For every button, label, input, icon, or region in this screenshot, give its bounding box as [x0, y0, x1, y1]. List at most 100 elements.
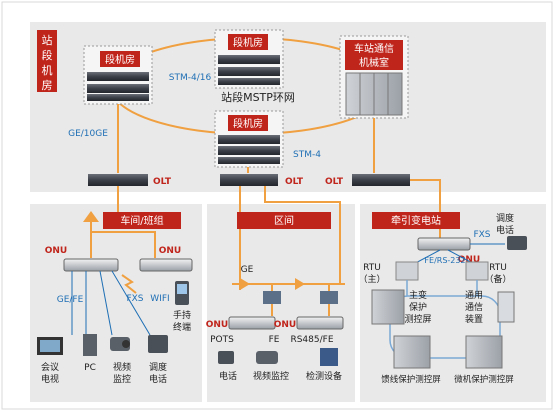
section-repeater-2 — [320, 291, 338, 304]
station-room-char-4: 房 — [42, 79, 53, 92]
section-phone-label: 电话 — [219, 370, 237, 382]
workshop-title-bg — [103, 212, 181, 229]
station-room-char-2: 段 — [42, 48, 53, 62]
substation-phone-icon — [507, 236, 527, 250]
pc-icon — [83, 334, 97, 356]
pc-label: PC — [84, 363, 96, 373]
main-prot-1: 主变 — [409, 289, 427, 301]
rtu-main-2: （主） — [358, 273, 385, 285]
comm-2: 通信 — [465, 301, 483, 313]
workshop-group: 车间/班组 ONU ONU GE/FE FXS WIFI 手持 终端 会议 电视… — [37, 211, 193, 385]
olt-left-device — [88, 174, 148, 186]
comm-device — [497, 291, 515, 323]
room-right: 车站通信 机械室 — [339, 35, 409, 119]
substation-fxs-label: FXS — [473, 230, 490, 240]
section-repeater-links — [271, 284, 330, 291]
section-video-label: 视频监控 — [253, 370, 289, 382]
workshop-cables — [71, 270, 151, 336]
workshop-onu1-device — [63, 258, 119, 272]
ge-label: GE/10GE — [68, 129, 108, 139]
section-onu1-label: ONU — [206, 320, 229, 330]
workshop-title: 车间/班组 — [120, 214, 163, 227]
substation-dispatch-2: 电话 — [496, 224, 514, 236]
main-prot-3: 测控屏 — [404, 313, 431, 325]
room-left: 段机房 — [83, 45, 153, 105]
main-prot-2: 保护 — [409, 301, 427, 313]
substation-title: 牵引变电站 — [391, 214, 441, 227]
section-fe-label: FE — [269, 335, 280, 345]
section-onu1-device — [228, 316, 276, 330]
handheld-label-1: 手持 — [173, 309, 191, 321]
olt-right-device — [352, 174, 410, 186]
section-onu2-label: ONU — [274, 320, 297, 330]
section-detector-icon — [320, 348, 338, 366]
handheld-label-2: 终端 — [173, 321, 191, 333]
section-detect-label: 检测设备 — [306, 370, 342, 382]
section-repeater-1 — [263, 291, 281, 304]
workshop-onu2-label: ONU — [159, 246, 182, 256]
rtu-backup-1: RTU — [489, 263, 507, 273]
section-title: 区间 — [274, 214, 294, 227]
phone-icon — [148, 335, 168, 353]
workshop-fxs-label: FXS — [126, 294, 143, 304]
wireless-icon — [121, 274, 137, 294]
substation-dispatch-1: 调度 — [496, 212, 514, 224]
substation-title-bg — [372, 212, 460, 229]
room-left-label: 段机房 — [105, 53, 135, 66]
section-rs485-label: RS485/FE — [290, 335, 333, 345]
section-title-bg — [237, 212, 331, 229]
section-onu2-device — [296, 316, 344, 330]
room-bottom-label: 段机房 — [233, 117, 263, 130]
micro-label: 微机保护测控屏 — [454, 374, 514, 385]
section-pots-label: POTS — [210, 335, 234, 345]
video-label-2: 监控 — [113, 373, 131, 385]
workshop-onu1-label: ONU — [45, 246, 68, 256]
section-splitter-2 — [295, 278, 305, 290]
olt-left-label: OLT — [153, 177, 172, 187]
phone-label-1: 调度 — [149, 361, 167, 373]
handheld-screen — [177, 284, 187, 294]
stm-upper-label: STM-4/16 — [169, 73, 212, 83]
link-olt-section-right — [264, 186, 341, 250]
feeder-label: 馈线保护测控屏 — [381, 374, 441, 385]
section-onu-links — [271, 304, 330, 316]
station-room-label-bg — [37, 30, 57, 92]
comm-3: 装置 — [465, 313, 483, 325]
ring-label: 站段MSTP环网 — [221, 90, 295, 104]
room-right-label-1: 车站通信 — [354, 42, 394, 55]
substation-onu-label: ONU — [458, 255, 481, 265]
rtu-backup-2: （备） — [484, 273, 511, 285]
section-ge-label: GE — [241, 265, 254, 275]
substation-bus-ring — [389, 295, 501, 359]
tv-label-2: 电视 — [41, 373, 59, 385]
tv-screen — [40, 340, 60, 352]
station-room-char-1: 站 — [42, 33, 53, 47]
tv-label-1: 会议 — [41, 361, 59, 373]
room-top: 段机房 — [214, 29, 284, 89]
rtu-main-1: RTU — [363, 263, 381, 273]
splitter-icon — [83, 211, 99, 222]
workshop-panel — [30, 204, 202, 402]
phone-label-2: 电话 — [149, 373, 167, 385]
olt-right-label: OLT — [325, 177, 344, 187]
comm-1: 通用 — [465, 290, 483, 301]
substation-group: 牵引变电站 ONU FXS 调度 电话 FE/RS-232 RTU （主） RT… — [358, 212, 527, 385]
video-label-1: 视频 — [113, 361, 131, 373]
stm-lower-label: STM-4 — [293, 150, 321, 160]
section-group: 区间 GE ONU ONU POTS FE RS485/FE 电话 视频监控 检… — [206, 212, 345, 382]
workshop-wifi-label: WIFI — [150, 294, 169, 304]
micro-cabinet — [465, 335, 503, 369]
main-prot-cabinet — [371, 289, 405, 325]
room-bottom: 段机房 — [214, 110, 284, 168]
workshop-gefe-label: GE/FE — [57, 295, 84, 305]
workshop-onu2-device — [139, 258, 193, 272]
room-right-label-2: 机械室 — [359, 56, 389, 69]
olt-mid-device — [220, 174, 278, 186]
section-phone-icon — [218, 351, 234, 364]
substation-onu-device — [417, 237, 471, 251]
workshop-split-link-2 — [91, 231, 156, 258]
station-room-char-3: 机 — [42, 63, 53, 77]
rtu-bus-links — [406, 280, 478, 296]
olt-mid-label: OLT — [285, 177, 304, 187]
